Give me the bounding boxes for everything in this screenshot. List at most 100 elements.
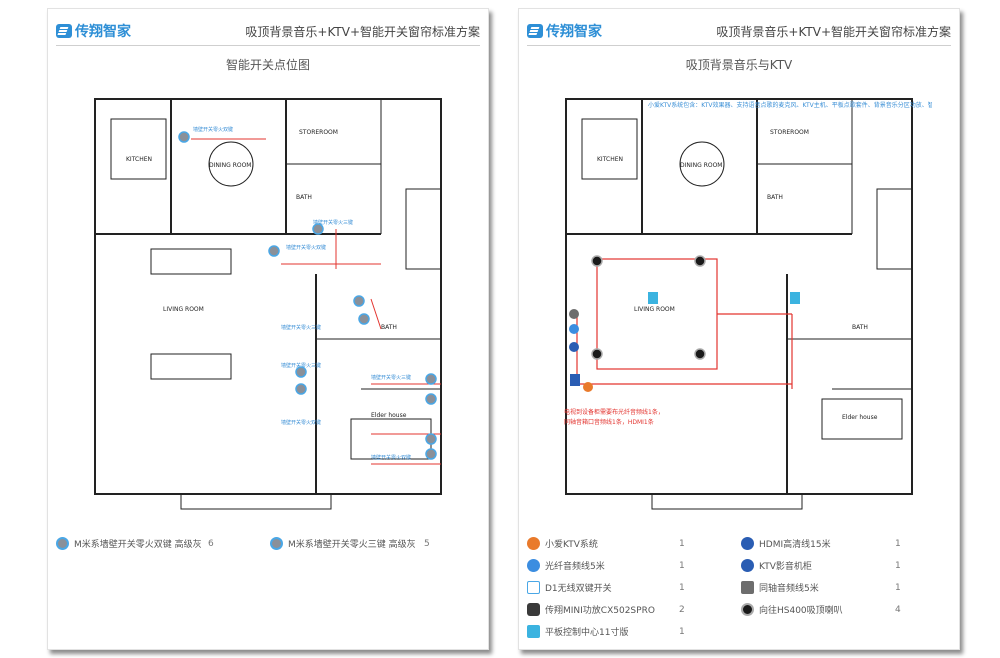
page-audio-ktv: 传翔智家 吸顶背景音乐+KTV+智能开关窗帘标准方案 吸顶背景音乐与KTV KI… <box>518 8 960 650</box>
room-kitchen: KITCHEN <box>597 156 623 163</box>
annotation-6: 墙壁开关零火双键 <box>281 419 321 426</box>
legend-item: 向往HS400吸顶喇叭 <box>741 603 843 616</box>
brand-logo-icon <box>527 24 543 38</box>
legend-label: 光纤音频线5米 <box>545 562 605 572</box>
room-elder: Elder house <box>842 414 878 421</box>
brand-name: 传翔智家 <box>75 24 131 40</box>
bottom-note-1: 电视到设备柜需要布光纤音频线1条， <box>564 408 664 416</box>
ceiling-speaker-marker <box>591 255 603 267</box>
brand-logo: 传翔智家 <box>56 21 131 41</box>
switch-icon <box>270 537 283 550</box>
bottom-note-2: 同轴音箱口音频线1条，HDMI1条 <box>564 418 654 426</box>
annotation-7: 墙壁开关零火三键 <box>371 374 411 381</box>
legend-item: M米系墙壁开关零火三键 高级灰 <box>270 537 416 550</box>
legend-label: 平板控制中心11寸版 <box>545 628 629 638</box>
legend-label: 向往HS400吸顶喇叭 <box>759 606 843 616</box>
switch-marker <box>353 295 365 307</box>
legend-qty: 1 <box>679 561 685 571</box>
hdmi-marker <box>569 342 579 352</box>
legend-label: M米系墙壁开关零火三键 高级灰 <box>288 540 416 550</box>
header-divider <box>527 45 951 46</box>
legend-item: 小爱KTV系统 <box>527 537 598 550</box>
switch-marker <box>425 433 437 445</box>
legend-item: 平板控制中心11寸版 <box>527 625 628 638</box>
room-kitchen: KITCHEN <box>126 156 152 163</box>
switch-marker <box>425 393 437 405</box>
system-note: 小爱KTV系统包含：KTV效果器、支持语音点歌的麦克风、KTV主机、平板点歌套件… <box>648 101 932 109</box>
legend-qty: 5 <box>424 539 430 549</box>
room-bath-1: BATH <box>296 194 312 201</box>
legend-label: D1无线双键开关 <box>545 584 612 594</box>
legend-qty: 2 <box>679 605 685 615</box>
ceiling-speaker-icon <box>741 603 754 616</box>
legend-item: D1无线双键开关 <box>527 581 612 594</box>
brand-name: 传翔智家 <box>546 24 602 40</box>
switch-marker <box>425 373 437 385</box>
plan-title: 智能开关点位图 <box>225 58 310 72</box>
document-title: 吸顶背景音乐+KTV+智能开关窗帘标准方案 <box>716 25 951 39</box>
room-bath-1: BATH <box>767 194 783 201</box>
brand-logo-icon <box>56 24 72 38</box>
legend-label: M米系墙壁开关零火双键 高级灰 <box>74 540 202 550</box>
switch-marker <box>358 313 370 325</box>
switch-marker <box>295 383 307 395</box>
cabinet-marker <box>570 374 580 386</box>
tablet-panel-icon <box>527 625 540 638</box>
legend-qty: 4 <box>895 605 901 615</box>
room-living: LIVING ROOM <box>163 306 204 313</box>
room-bath-2: BATH <box>381 324 397 331</box>
legend-label: HDMI高清线15米 <box>759 540 831 550</box>
legend-item: 同轴音频线5米 <box>741 581 819 594</box>
ktv-marker <box>583 382 593 392</box>
header-divider <box>56 45 480 46</box>
room-elder: Elder house <box>371 412 407 419</box>
legend-item: M米系墙壁开关零火双键 高级灰 <box>56 537 202 550</box>
amplifier-icon <box>527 603 540 616</box>
annotation-1: 墙壁开关零火双键 <box>193 126 233 133</box>
room-dining: DINING ROOM <box>680 162 722 169</box>
coax-cable-icon <box>741 581 754 594</box>
hdmi-cable-icon <box>741 537 754 550</box>
legend-qty: 6 <box>208 539 214 549</box>
brand-logo: 传翔智家 <box>527 21 602 41</box>
floor-plan-audio: KITCHEN DINING ROOM STOREROOM BATH LIVIN… <box>564 98 932 510</box>
annotation-8: 墙壁开关零火双键 <box>371 454 411 461</box>
fiber-marker <box>569 324 579 334</box>
room-bath-2: BATH <box>852 324 868 331</box>
legend-label: 小爱KTV系统 <box>545 540 598 550</box>
document-title: 吸顶背景音乐+KTV+智能开关窗帘标准方案 <box>245 25 480 39</box>
legend-label: 传翔MINI功放CX502SPRO <box>545 606 655 616</box>
tablet-marker-2 <box>790 292 800 304</box>
ceiling-speaker-marker <box>591 348 603 360</box>
room-living: LIVING ROOM <box>634 306 675 313</box>
legend-qty: 1 <box>679 583 685 593</box>
av-cabinet-icon <box>741 559 754 572</box>
legend-item: 光纤音频线5米 <box>527 559 605 572</box>
wireless-switch-icon <box>527 581 540 594</box>
legend-qty: 1 <box>895 539 901 549</box>
annotation-5: 墙壁开关零火三键 <box>281 362 321 369</box>
page-smart-switch: 传翔智家 吸顶背景音乐+KTV+智能开关窗帘标准方案 智能开关点位图 KITCH… <box>47 8 489 650</box>
annotation-3: 墙壁开关零火双键 <box>286 244 326 251</box>
plan-title: 吸顶背景音乐与KTV <box>685 58 793 72</box>
switch-marker <box>425 448 437 460</box>
legend-item: 传翔MINI功放CX502SPRO <box>527 603 655 616</box>
legend-qty: 1 <box>895 583 901 593</box>
legend-item: KTV影音机柜 <box>741 559 812 572</box>
annotation-4: 墙壁开关零火三键 <box>281 324 321 331</box>
tablet-marker <box>648 292 658 304</box>
legend-qty: 1 <box>679 627 685 637</box>
legend-qty: 1 <box>895 561 901 571</box>
switch-marker <box>295 366 307 378</box>
room-dining: DINING ROOM <box>209 162 251 169</box>
ceiling-speaker-marker <box>694 255 706 267</box>
legend-item: HDMI高清线15米 <box>741 537 831 550</box>
room-storeroom: STOREROOM <box>770 129 809 136</box>
floor-plan-switches: KITCHEN DINING ROOM STOREROOM BATH LIVIN… <box>94 98 442 510</box>
coax-marker <box>569 309 579 319</box>
switch-marker <box>268 245 280 257</box>
annotation-2: 墙壁开关零火三键 <box>313 219 353 226</box>
legend-qty: 1 <box>679 539 685 549</box>
fiber-cable-icon <box>527 559 540 572</box>
switch-marker <box>312 223 324 235</box>
